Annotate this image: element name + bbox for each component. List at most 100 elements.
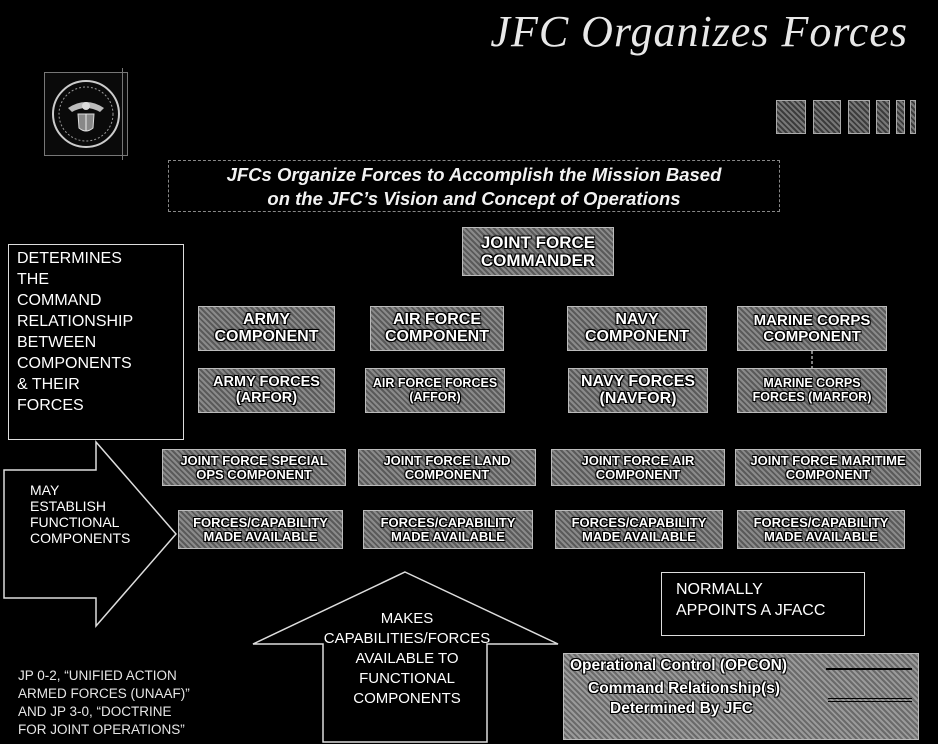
node-label: COMMANDER — [480, 250, 596, 270]
establish-callout: MAY ESTABLISH FUNCTIONAL COMPONENTS — [30, 482, 170, 546]
node-label: FORCES/CAPABILITY — [571, 514, 707, 530]
node-label: COMPONENT — [595, 466, 681, 482]
node-label: OPS COMPONENT — [196, 466, 312, 482]
reference-line: JP 0-2, “UNIFIED ACTION — [18, 668, 177, 683]
node-label: COMPONENT — [214, 327, 319, 345]
legend-opcon-line — [826, 668, 912, 670]
subtitle-line: on the JFC’s Vision and Concept of Opera… — [267, 188, 681, 209]
callout-line: MAY — [30, 482, 60, 498]
callout-line: & THEIR — [17, 376, 80, 393]
up-arrow-shape — [252, 571, 559, 743]
legend-command-line — [828, 698, 912, 702]
callout-line: NORMALLY — [676, 581, 763, 598]
legend-command-label: Command Relationship(s) — [588, 680, 781, 697]
node-label: NAVY — [615, 310, 659, 328]
node-label: FORCES/CAPABILITY — [193, 514, 328, 530]
callout-line: COMPONENTS — [353, 690, 461, 707]
subtitle-line: JFCs Organize Forces to Accomplish the M… — [226, 164, 722, 185]
reference-line: FOR JOINT OPERATIONS” — [18, 722, 185, 737]
seal-divider — [122, 68, 123, 160]
page-title: JFC Organizes Forces — [490, 7, 908, 56]
navy-forces-node: NAVY FORCES(NAVFOR) — [568, 368, 708, 413]
node-label: MADE AVAILABLE — [391, 528, 505, 544]
callout-line: FORCES — [17, 397, 84, 414]
node-label: MADE AVAILABLE — [764, 528, 878, 544]
decor-square — [910, 100, 916, 134]
node-label: COMPONENT — [785, 466, 871, 482]
node-label: MARINE CORPS — [753, 311, 871, 329]
callout-line: DETERMINES — [17, 250, 122, 267]
node-label: COMPONENT — [585, 327, 689, 345]
reference-line: AND JP 3-0, “DOCTRINE — [18, 704, 172, 719]
node-label: NAVY FORCES — [580, 372, 696, 390]
node-label: (AFFOR) — [409, 389, 461, 404]
reference-line: ARMED FORCES (UNAAF)” — [18, 686, 190, 701]
decor-square — [896, 100, 905, 134]
air-force-forces-node: AIR FORCE FORCES(AFFOR) — [365, 368, 505, 413]
node-label: FORCES/CAPABILITY — [380, 514, 516, 530]
decor-square — [776, 100, 806, 134]
callout-line: COMPONENTS — [17, 355, 132, 372]
callout-line: MAKES — [380, 610, 434, 627]
decor-square — [848, 100, 870, 134]
node-label: MARINE CORPS — [763, 376, 861, 391]
callout-line: COMPONENTS — [30, 530, 131, 546]
node-label: JOINT FORCE SPECIAL — [180, 452, 328, 468]
doctrine-reference: JP 0-2, “UNIFIED ACTION ARMED FORCES (UN… — [18, 667, 278, 739]
node-label: COMPONENT — [763, 327, 861, 345]
node-label: ARMY — [242, 310, 291, 328]
node-label: AIR FORCE FORCES — [372, 376, 498, 391]
node-label: JOINT FORCE AIR — [581, 452, 695, 468]
node-label: COMPONENT — [385, 327, 489, 345]
legend-opcon-label: Operational Control (OPCON) — [570, 657, 787, 674]
army-forces-node: ARMY FORCES(ARFOR) — [198, 368, 335, 413]
callout-line: ESTABLISH — [30, 498, 106, 514]
node-label: MADE AVAILABLE — [582, 528, 696, 544]
node-label: AIR FORCE — [393, 310, 481, 328]
node-label: JOINT FORCE LAND — [383, 452, 511, 468]
callout-line: AVAILABLE TO — [355, 650, 459, 667]
callout-line: FUNCTIONAL — [30, 514, 120, 530]
callout-line: THE — [17, 271, 49, 288]
dod-seal-icon — [44, 72, 128, 156]
node-label: MADE AVAILABLE — [203, 528, 318, 544]
node-label: (ARFOR) — [235, 389, 298, 406]
callout-line: COMMAND — [17, 292, 102, 309]
legend: Operational Control (OPCON) Command Rela… — [563, 653, 919, 740]
callout-line: BETWEEN — [17, 334, 97, 351]
determines-callout: DETERMINES THE COMMAND RELATIONSHIP BETW… — [8, 244, 184, 440]
subtitle-box: JFCs Organize Forces to Accomplish the M… — [168, 160, 780, 212]
makes-available-callout: MAKES CAPABILITIES/FORCES AVAILABLE TO F… — [312, 609, 502, 709]
decor-square — [813, 100, 841, 134]
node-label: (NAVFOR) — [599, 389, 677, 407]
right-arrow-shape — [3, 439, 177, 629]
node-label: FORCES (MARFOR) — [752, 389, 872, 404]
node-label: ARMY FORCES — [213, 374, 320, 391]
legend-command-label: Determined By JFC — [610, 700, 753, 717]
node-label: JOINT FORCE MARITIME — [750, 452, 906, 468]
callout-line: FUNCTIONAL — [359, 670, 455, 687]
node-label: FORCES/CAPABILITY — [753, 514, 889, 530]
node-label: JOINT FORCE — [480, 232, 596, 252]
callout-line: RELATIONSHIP — [17, 313, 134, 330]
callout-line: APPOINTS A JFACC — [676, 602, 826, 619]
callout-line: CAPABILITIES/FORCES — [323, 630, 491, 647]
node-label: COMPONENT — [404, 466, 490, 482]
decor-square — [876, 100, 890, 134]
appoints-jfacc-callout: NORMALLY APPOINTS A JFACC — [661, 572, 865, 636]
